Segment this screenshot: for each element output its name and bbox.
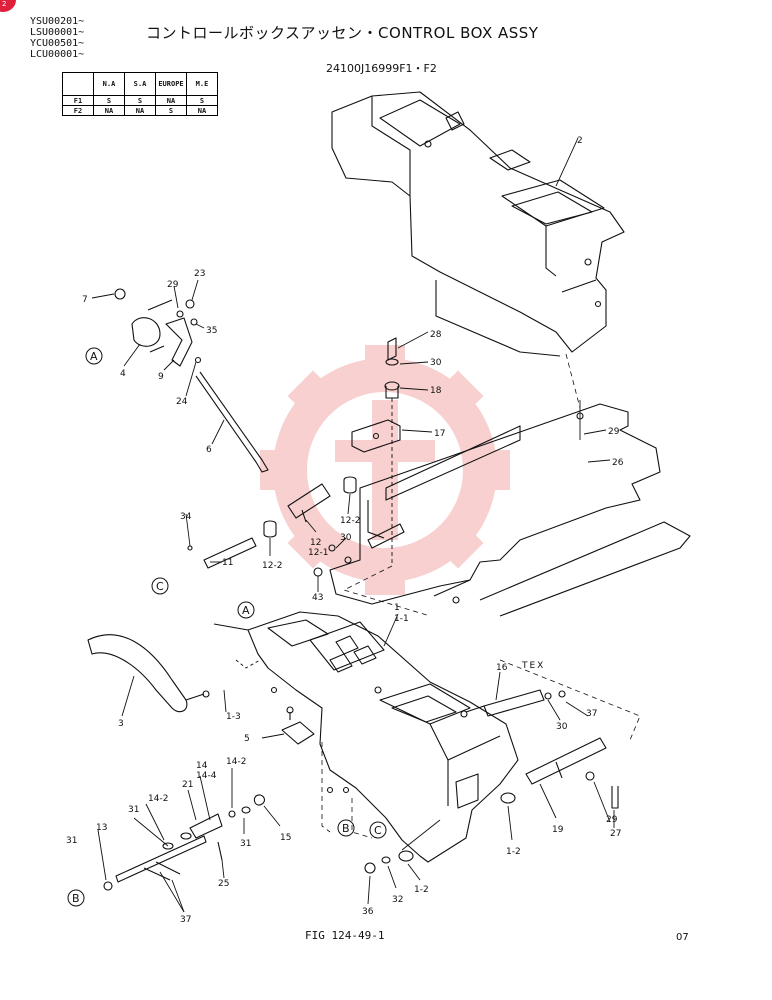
callout-label: 12-1: [308, 548, 328, 558]
callout-label: 25: [218, 879, 229, 889]
assembly-lines: [321, 353, 641, 839]
callout-label: 30: [430, 358, 442, 368]
reference-mark-letter: C: [156, 580, 164, 593]
figure-number: FIG 124-49-1: [305, 929, 385, 942]
reference-mark-letter: B: [342, 822, 350, 835]
reference-mark: B: [67, 889, 85, 907]
spec-column-header: M.E: [186, 72, 218, 96]
callout-label: 27: [610, 829, 621, 839]
callout-label: 6: [206, 445, 212, 455]
callout-label: 12-2: [262, 561, 282, 571]
page-title: コントロールボックスアッセン・CONTROL BOX ASSY: [146, 24, 539, 42]
reference-marks: A C A B C B: [67, 347, 387, 907]
floor-frame: [329, 403, 691, 617]
callout-label: 14-4: [196, 771, 217, 781]
callout-label: 14-2: [226, 757, 246, 767]
callout-label: 26: [612, 458, 624, 468]
callout-label: 2: [577, 136, 583, 146]
upper-cover-part: [331, 91, 625, 357]
reference-mark-letter: A: [90, 350, 98, 363]
callout-label: 1: [394, 603, 400, 613]
reference-mark: B: [337, 819, 355, 837]
spec-corner-cell: [62, 72, 94, 96]
callout-label: 31: [66, 836, 77, 846]
callout-label: 31: [240, 839, 251, 849]
spec-column-header: EUROPE: [155, 72, 187, 96]
callout-label: 1-2: [506, 847, 521, 857]
spec-column-header: N.A: [93, 72, 125, 96]
reference-mark-letter: C: [374, 824, 382, 837]
leader-lines: [91, 137, 615, 913]
reference-mark-letter: B: [72, 892, 80, 905]
control-rod-part: [195, 371, 269, 473]
callout-label: 16: [496, 663, 508, 673]
reference-mark: C: [151, 577, 169, 595]
callout-label: 1-2: [414, 885, 429, 895]
callout-label: 1-3: [226, 712, 241, 722]
callout-label: 43: [312, 593, 323, 603]
lever-assembly: [114, 288, 202, 367]
callout-label: 24: [176, 397, 188, 407]
spec-row: F2 NA NA S NA: [62, 105, 218, 116]
switch-part: [281, 706, 315, 745]
serial-range: LSU00001~: [30, 27, 85, 38]
callout-label: 35: [206, 326, 217, 336]
callout-label: 23: [194, 269, 205, 279]
callout-label: 12-2: [340, 516, 360, 526]
callout-label: 14: [196, 761, 208, 771]
callout-label: 7: [82, 295, 88, 305]
reference-mark: C: [369, 821, 387, 839]
callout-label: 21: [182, 780, 193, 790]
callout-label: 11: [222, 558, 233, 568]
callout-label: 12: [310, 538, 321, 548]
callout-label: 1-1: [394, 614, 409, 624]
callout-label: 29: [608, 427, 620, 437]
watermark: TEX: [260, 345, 545, 671]
callout-label: 30: [340, 533, 352, 543]
callout-label: 36: [362, 907, 374, 917]
watermark-text: TEX: [521, 661, 545, 671]
callout-label: 19: [552, 825, 564, 835]
callout-label: 32: [392, 895, 403, 905]
callout-label: 5: [244, 734, 250, 744]
callout-label: 34: [180, 512, 192, 522]
callout-label: 4: [120, 369, 126, 379]
callout-label: 29: [167, 280, 179, 290]
spec-header-row: N.A S.A EUROPE M.E: [62, 72, 218, 96]
callout-label: 37: [180, 915, 191, 925]
gas-strut-part: [460, 689, 566, 718]
callout-label: 18: [430, 386, 442, 396]
callout-label: 3: [118, 719, 124, 729]
callout-label: 37: [586, 709, 597, 719]
page-number: 07: [676, 932, 689, 943]
reference-mark-letter: A: [242, 604, 250, 617]
corner-mark: 2: [2, 0, 7, 8]
spec-cell: NA: [186, 105, 218, 116]
callout-labels: 2 7 29 23 35 4 9 24 6 28 30 18 17 29 26 …: [66, 136, 624, 925]
link-rod-part: [398, 737, 619, 862]
assembly-part-number: 24100J16999F1・F2: [326, 62, 437, 75]
serial-range: YSU00201~: [30, 16, 85, 27]
callout-label: 9: [158, 372, 164, 382]
callout-label: 17: [434, 429, 445, 439]
lower-console-part: [213, 611, 519, 863]
callout-label: 30: [556, 722, 568, 732]
callout-label: 31: [128, 805, 139, 815]
callout-label: 28: [430, 330, 442, 340]
serial-range: YCU00501~: [30, 38, 85, 49]
market-spec-table: N.A S.A EUROPE M.E F1 S S NA S F2 NA NA …: [62, 72, 218, 116]
grab-handle-part: [87, 634, 210, 713]
callout-label: 14-2: [148, 794, 168, 804]
lower-rod-assembly: [103, 794, 391, 891]
reference-mark: A: [237, 601, 255, 619]
serial-ranges: YSU00201~ LSU00001~ YCU00501~ LCU00001~: [30, 16, 84, 60]
reference-mark: A: [85, 347, 103, 365]
callout-label: 29: [606, 815, 618, 825]
callout-label: 15: [280, 833, 291, 843]
gear-logo-icon: [260, 345, 510, 595]
serial-range: LCU00001~: [30, 49, 85, 60]
callout-label: 13: [96, 823, 107, 833]
